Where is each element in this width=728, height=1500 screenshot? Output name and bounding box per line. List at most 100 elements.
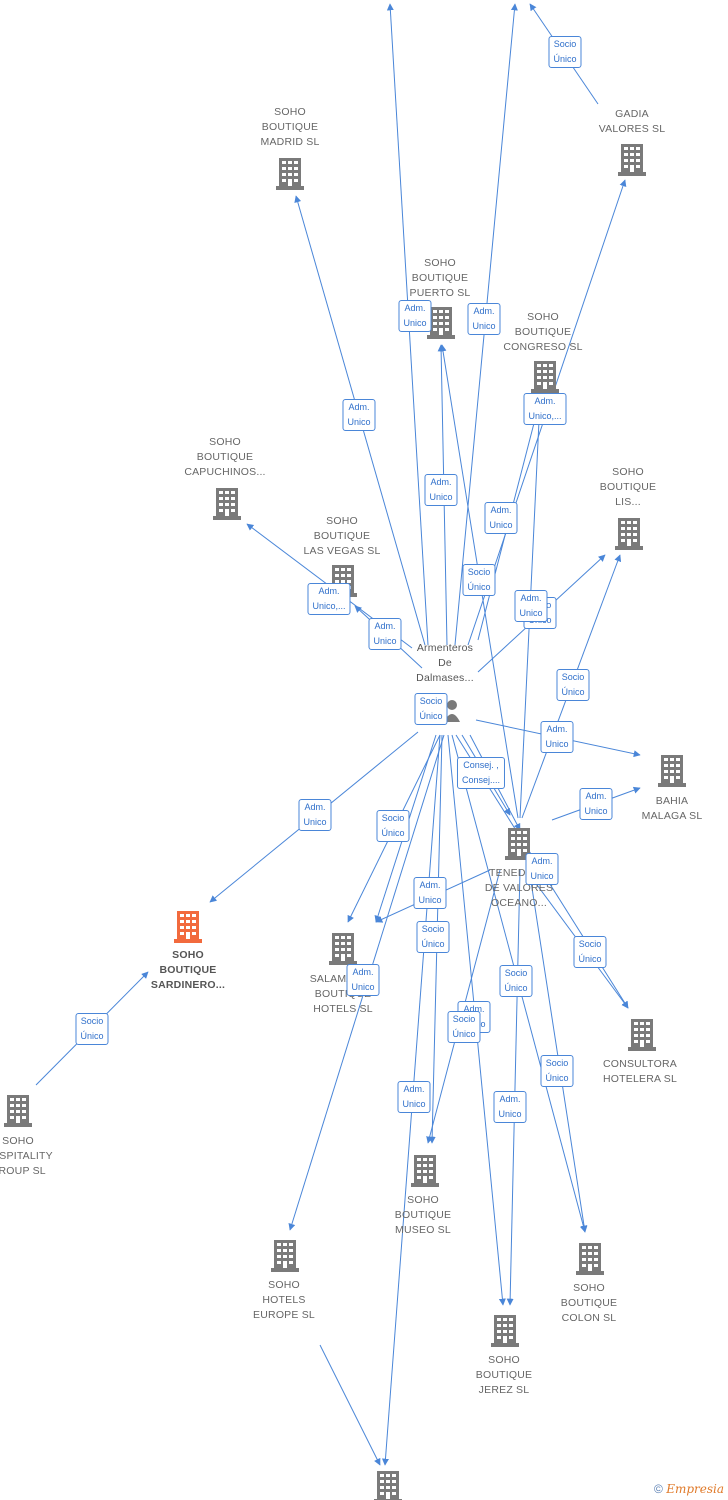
edge-label-line: Único [80, 1031, 104, 1041]
edge-label-line: Adm. [352, 967, 374, 977]
edge-label-line: Socio [578, 939, 602, 949]
node-label-line: BOUTIQUE [599, 481, 657, 493]
node-label-line: DE VALORES [484, 882, 554, 894]
building-icon-consultora[interactable] [628, 1019, 656, 1051]
node-label-line: BOUTIQUE [196, 451, 254, 463]
building-icon-sardinero[interactable] [174, 911, 202, 943]
person-icon[interactable] [444, 700, 460, 722]
building-icon-colon[interactable] [576, 1243, 604, 1275]
edge-label-5[interactable]: Adm.Unico [424, 474, 458, 506]
brand-logo[interactable]: Empresia [666, 1482, 724, 1496]
building-icon-congreso[interactable] [531, 361, 559, 393]
building-icon-capuchinos[interactable] [213, 488, 241, 520]
building-icon-jerez[interactable] [491, 1315, 519, 1347]
building-icon-bahia[interactable] [658, 755, 686, 787]
node-label-lis[interactable]: SOHO BOUTIQUE LIS... [600, 465, 656, 510]
node-label-line: MUSEO SL [395, 1224, 451, 1236]
edge-label-2[interactable]: Adm.Unico [398, 300, 432, 332]
building-icon-madrid[interactable] [276, 158, 304, 190]
edge-label-15[interactable]: Consej. ,Consej.... [456, 757, 506, 789]
node-label-line: PUERTO SL [409, 287, 471, 299]
node-label-line: VALORES SL [598, 123, 666, 135]
edge-label-line: Adm. [403, 1084, 425, 1094]
node-label-line: Armenteros [416, 642, 474, 654]
node-label-line: LIS... [615, 496, 641, 508]
building-icon-museo[interactable] [411, 1155, 439, 1187]
node-label-line: SOHO [424, 257, 456, 269]
edge-label-line: Adm. [499, 1094, 521, 1104]
edge-label-29[interactable]: Adm.Unico [514, 590, 548, 622]
node-label-line: SOHO [209, 436, 241, 448]
edge-label-3[interactable]: Adm.Unico [467, 303, 501, 335]
building-icon-lis[interactable] [615, 518, 643, 550]
node-label-hospitality[interactable]: SOHOHOSPITALITYGROUP SL [0, 1134, 53, 1179]
edge-label-17[interactable]: Adm.Unico [579, 788, 613, 820]
edge-label-11[interactable]: Adm.Unico [298, 799, 332, 831]
edge-label-line: Socio [545, 1058, 569, 1068]
edge-label-line: Unico [545, 739, 569, 749]
edge-label-line: Adm. [419, 880, 441, 890]
edge-label-26[interactable]: Adm.Unico [493, 1091, 527, 1123]
edge-label-14[interactable]: Adm.Unico [540, 721, 574, 753]
edge-label-19[interactable]: Adm. Unico [413, 877, 447, 909]
building-icon-gadia[interactable] [618, 144, 646, 176]
node-label-line: SOHO [2, 1135, 34, 1147]
node-label-line: SOHO [612, 466, 644, 478]
edge-label-line: Unico [418, 895, 442, 905]
icons-layer [4, 144, 686, 1500]
edge-label-1[interactable]: Adm.Unico [342, 399, 376, 431]
node-label-line: HOTELERA SL [603, 1073, 677, 1085]
building-icon-europe[interactable] [271, 1240, 299, 1272]
edge-label-18[interactable]: Adm.Unico [525, 853, 559, 885]
edge-label-line: Socio [452, 1014, 476, 1024]
edge-label-21[interactable]: Adm.Unico [346, 964, 380, 996]
building-icon-bottom[interactable] [374, 1471, 402, 1500]
edge-label-line: Socio [467, 567, 491, 577]
building-icon-hospitality[interactable] [4, 1095, 32, 1127]
edge-label-line: Unico,... [312, 601, 346, 611]
edge-label-line: Único [381, 828, 405, 838]
node-label-line: HOTELS SL [313, 1003, 373, 1015]
building-icon-salamanca[interactable] [329, 933, 357, 965]
node-label-line: BOUTIQUE [514, 326, 572, 338]
node-label-line: MALAGA SL [641, 810, 703, 822]
edge-label-6[interactable]: Adm.Unico [484, 502, 518, 534]
node-label-line: BOUTIQUE [394, 1209, 452, 1221]
edge-label-9[interactable]: Adm.Unico [368, 618, 402, 650]
edge-label-4[interactable]: Adm.Unico,... [523, 393, 567, 425]
edge-label-8[interactable]: Adm.Unico,... [307, 583, 351, 615]
edge-label-line: Adm. [520, 593, 542, 603]
edge-label-line: Socio [421, 924, 445, 934]
edge-label-line: Socio [553, 39, 577, 49]
edge-label-24[interactable]: Adm.Unico [397, 1081, 431, 1113]
edge-label-line: Adm. [531, 856, 553, 866]
node-label-line: BOUTIQUE [475, 1369, 533, 1381]
